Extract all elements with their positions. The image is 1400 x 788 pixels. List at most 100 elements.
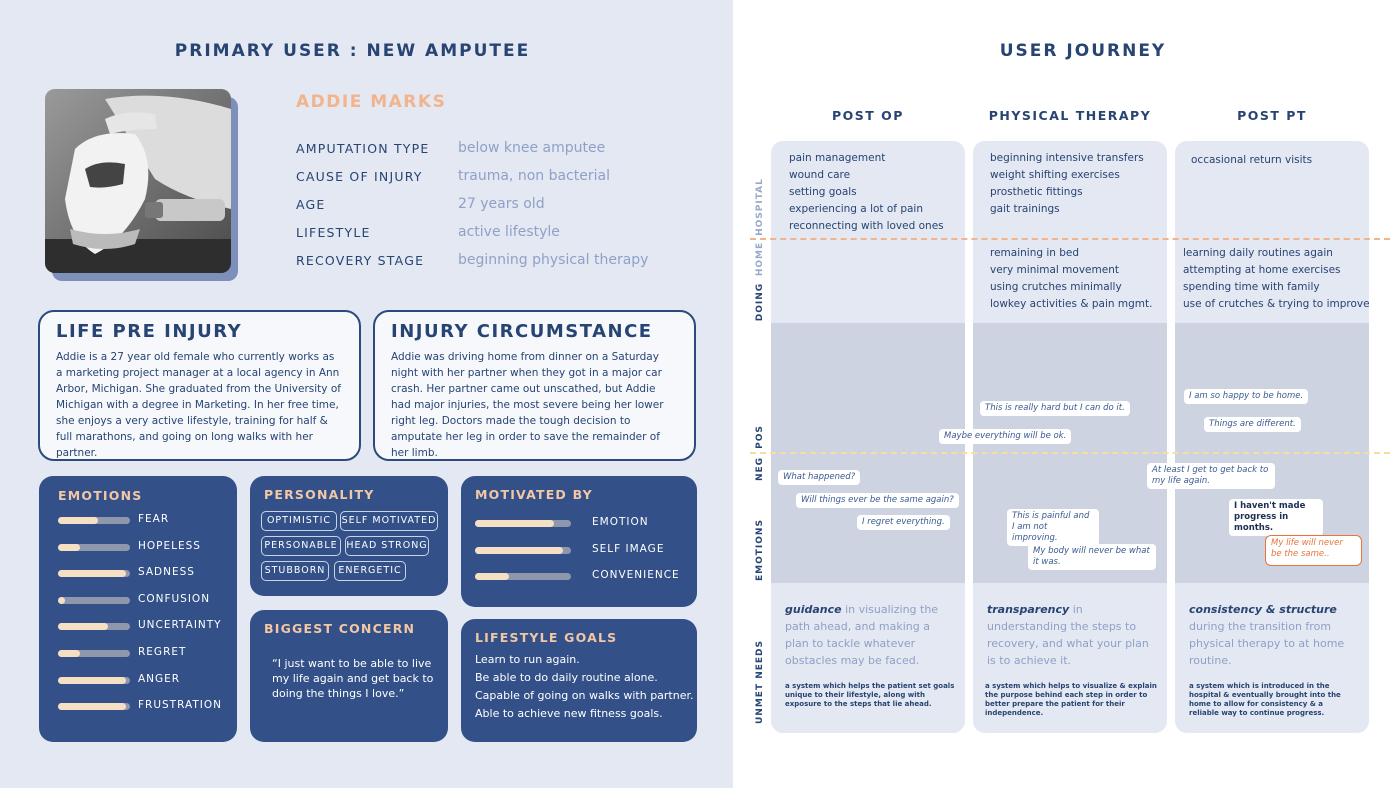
row-label-doing: DOING (755, 282, 765, 322)
goal-item: Be able to do daily routine alone. (475, 671, 658, 684)
doing-item: experiencing a lot of pain (789, 203, 924, 215)
doing-item: occasional return visits (1191, 154, 1313, 166)
injury-circumstance-text: Addie was driving home from dinner on a … (391, 351, 664, 459)
emotion-bubble: Things are different. (1204, 417, 1301, 432)
emotion-bar-track (58, 676, 130, 684)
lifestyle-goals-title: LIFESTYLE GOALS (475, 630, 618, 645)
goal-item: Learn to run again. (475, 653, 580, 666)
biggest-concern-quote: “I just want to be able to live my life … (272, 657, 434, 700)
attr-value-age: 27 years old (458, 196, 545, 212)
row-label-unmet-needs: UNMET NEEDS (755, 640, 765, 724)
unmet-need-detail: a system which helps the patient set goa… (785, 682, 955, 708)
motivation-bar-track (475, 520, 571, 527)
attr-label-recovery-stage: RECOVERY STAGE (296, 253, 425, 268)
emotion-bubble: What happened? (778, 470, 861, 485)
hospital-home-divider (750, 238, 1390, 240)
doing-item: pain management (789, 152, 886, 164)
emotion-bubble: At least I get to get back to my life ag… (1147, 463, 1275, 489)
emotion-bubble: Maybe everything will be ok. (939, 429, 1072, 444)
unmet-need-physical-therapy: transparency in understanding the steps … (987, 601, 1159, 669)
motivation-label: CONVENIENCE (592, 569, 680, 581)
emotion-label: ANGER (138, 672, 181, 685)
chip-self-motivated: SELF MOTIVATED (340, 511, 438, 531)
chip-optimistic: OPTIMISTIC (261, 511, 337, 531)
motivation-bar-fill (475, 520, 554, 527)
emotion-bar-fill (58, 517, 98, 524)
doing-item: use of crutches & trying to improve (1183, 298, 1370, 310)
phase-header-physical-therapy: PHYSICAL THERAPY (988, 108, 1152, 123)
journey-title: USER JOURNEY (999, 41, 1167, 61)
emotion-bar-fill (58, 650, 80, 657)
emotion-bar-fill (58, 676, 127, 684)
emotion-bubble-alert: My life will never be the same.. (1265, 535, 1362, 566)
phase-header-post-pt: POST PT (1237, 108, 1307, 123)
emotion-bubble: My body will never be what it was. (1028, 544, 1156, 570)
doing-item: remaining in bed (990, 247, 1080, 259)
biggest-concern-title: BIGGEST CONCERN (264, 621, 416, 636)
biggest-concern-card: BIGGEST CONCERN “I just want to be able … (250, 610, 448, 742)
unmet-need-detail: a system which is introduced in the hosp… (1189, 682, 1341, 717)
persona-photo (45, 89, 231, 273)
attr-label-age: AGE (296, 197, 326, 212)
emotion-bar-fill (58, 543, 80, 551)
doing-item: attempting at home exercises (1183, 264, 1341, 276)
emotion-label: FEAR (138, 513, 170, 525)
injury-circumstance-title: INJURY CIRCUMSTANCE (391, 321, 653, 342)
goal-item: Capable of going on walks with partner. (475, 689, 694, 702)
need-description: in understanding the steps to recovery, … (987, 603, 1149, 667)
emotion-bubble: I am so happy to be home. (1184, 389, 1309, 404)
attr-value-cause-of-injury: trauma, non bacterial (458, 168, 610, 184)
doing-item: lowkey activities & pain mgmt. (990, 298, 1153, 310)
doing-item: wound care (789, 169, 851, 181)
persona-name: ADDIE MARKS (296, 92, 447, 112)
emotion-label: CONFUSION (138, 592, 211, 605)
row-label-home: HOME (755, 241, 765, 277)
emotion-bar-track (58, 596, 130, 604)
chip-stubborn: STUBBORN (261, 561, 329, 581)
need-keyword: transparency (987, 603, 1070, 616)
row-label-pos: POS (755, 425, 765, 449)
pos-neg-divider (750, 452, 1390, 454)
row-label-emotions: EMOTIONS (755, 519, 765, 581)
emotion-label: UNCERTAINTY (138, 619, 222, 632)
doing-item: very minimal movement (990, 264, 1119, 276)
emotion-label: REGRET (138, 646, 187, 658)
doing-item: gait trainings (990, 203, 1060, 215)
row-label-neg: NEG (755, 456, 765, 482)
attr-label-cause-of-injury: CAUSE OF INJURY (296, 169, 423, 184)
emotion-bar-fill (58, 623, 109, 631)
emotion-label: FRUSTRATION (138, 699, 222, 712)
need-description: during the transition from physical ther… (1189, 620, 1345, 667)
chip-head-strong: HEAD STRONG (345, 536, 429, 556)
emotion-bar-track (58, 623, 130, 631)
unmet-need-post-op: guidance in visualizing the path ahead, … (785, 601, 955, 669)
injury-circumstance-box: INJURY CIRCUMSTANCE Addie was driving ho… (373, 310, 696, 461)
emotion-bar-track (58, 517, 130, 524)
attr-value-lifestyle: active lifestyle (458, 224, 560, 240)
lifestyle-goals-card: LIFESTYLE GOALS Learn to run again. Be a… (461, 619, 697, 742)
motivation-bar-track (475, 546, 571, 554)
emotion-bar-fill (58, 703, 127, 711)
life-pre-injury-text: Addie is a 27 year old female who curren… (56, 351, 341, 459)
emotion-bar-track (58, 543, 130, 551)
emotion-bubble: This is painful and I am not improving. (1007, 509, 1099, 546)
emotion-bubble: I regret everything. (857, 515, 950, 530)
life-pre-injury-title: LIFE PRE INJURY (56, 321, 243, 342)
chip-energetic: ENERGETIC (334, 561, 406, 581)
doing-item: weight shifting exercises (990, 169, 1120, 181)
emotion-bar-track (58, 703, 130, 711)
persona-title: PRIMARY USER : NEW AMPUTEE (174, 41, 531, 61)
doing-item: using crutches minimally (990, 281, 1122, 293)
life-pre-injury-box: LIFE PRE INJURY Addie is a 27 year old f… (38, 310, 361, 461)
motivation-bar-fill (475, 546, 564, 554)
need-description: in visualizing the path ahead, and makin… (785, 603, 939, 667)
emotion-bar-fill (58, 570, 127, 578)
attr-label-lifestyle: LIFESTYLE (296, 225, 371, 240)
attr-label-amputation-type: AMPUTATION TYPE (296, 141, 430, 156)
persona-photo-illustration (45, 89, 231, 273)
emotion-bubble: Will things ever be the same again? (796, 493, 959, 508)
doing-item: spending time with family (1183, 281, 1320, 293)
emotion-bubble: This is really hard but I can do it. (980, 401, 1130, 416)
